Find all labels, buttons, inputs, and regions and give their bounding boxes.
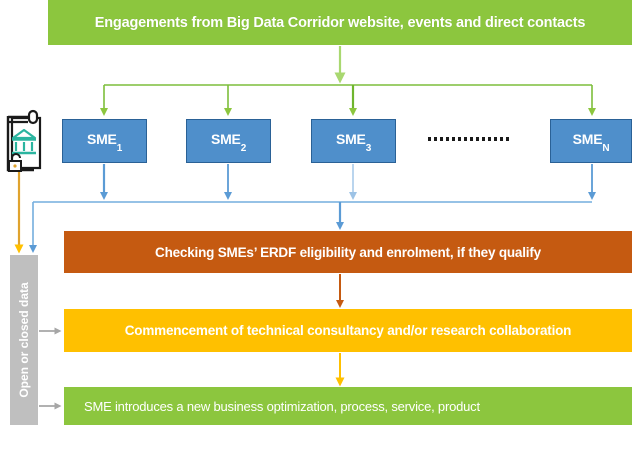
sme-node-3-subscript: 3 <box>365 142 372 154</box>
sme-node-3[interactable]: SME3 <box>311 119 396 163</box>
header-label: Engagements from Big Data Corridor websi… <box>94 14 586 31</box>
sme-ellipsis-dots <box>428 136 510 142</box>
connector-distribution-bus <box>100 84 596 116</box>
sme-node-3-label: SME3 <box>335 131 372 154</box>
clipboard-open-data-icon <box>6 109 42 172</box>
process-box-consultancy: Commencement of technical consultancy an… <box>64 309 632 352</box>
sme-node-1[interactable]: SME1 <box>62 119 147 163</box>
header-engagements-box: Engagements from Big Data Corridor websi… <box>48 0 632 45</box>
sme-node-2-label: SME2 <box>210 131 247 154</box>
sme-node-1-subscript: 1 <box>116 142 123 154</box>
ellipsis-dot-line <box>428 137 510 141</box>
padlock-icon <box>8 153 22 172</box>
process-box-eligibility-label: Checking SMEs’ ERDF eligibility and enro… <box>155 244 541 260</box>
data-bar-label: Open or closed data <box>17 282 31 398</box>
process-box-consultancy-label: Commencement of technical consultancy an… <box>124 323 572 338</box>
sme-node-n-label: SMEN <box>572 131 610 154</box>
connector-data-bar-to-steps <box>39 327 62 410</box>
process-box-outcome-label: SME introduces a new business optimizati… <box>84 398 480 414</box>
sme-node-2-subscript: 2 <box>240 142 247 154</box>
sme-node-n[interactable]: SMEN <box>550 119 632 163</box>
process-box-outcome: SME introduces a new business optimizati… <box>64 387 632 425</box>
sme-node-n-subscript: N <box>602 142 610 154</box>
open-or-closed-data-bar: Open or closed data <box>10 255 38 425</box>
process-box-eligibility: Checking SMEs’ ERDF eligibility and enro… <box>64 231 632 273</box>
sme-node-1-label: SME1 <box>86 131 123 154</box>
sme-node-2[interactable]: SME2 <box>186 119 271 163</box>
